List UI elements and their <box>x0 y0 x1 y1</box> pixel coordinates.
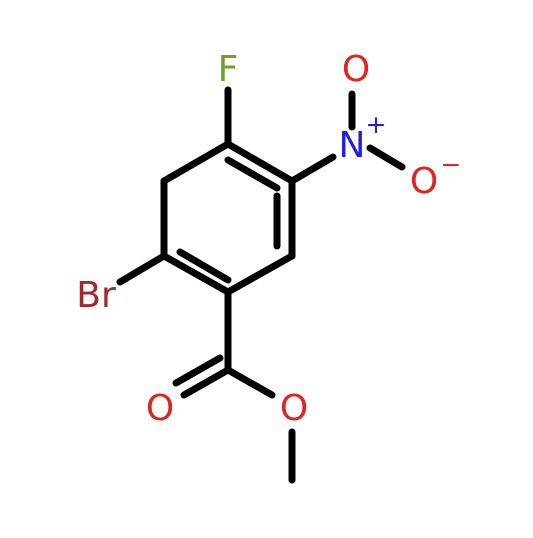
bond-carbonyl-o-2 <box>172 354 224 387</box>
atom-n-label: N <box>339 125 366 166</box>
atom-o-nitro-charge: − <box>441 150 462 179</box>
bond-ring-c4-c5 <box>160 252 232 296</box>
atom-n-charge: + <box>366 110 387 139</box>
bond-c-n <box>288 153 337 185</box>
bond-ring-inner-3 <box>176 248 232 284</box>
bond-ring-c6-c1 <box>160 140 232 185</box>
bond-c-o-ester <box>224 366 276 399</box>
atom-o-nitro-right-label: O <box>410 161 438 202</box>
atom-f-label: F <box>218 49 239 90</box>
bond-c-br <box>116 252 168 286</box>
atom-o-nitro-top-label: O <box>342 49 370 90</box>
bond-carbonyl-o-1 <box>180 366 232 399</box>
bond-ring-c3-c4 <box>224 252 296 296</box>
bond-ring-c1-c2 <box>224 140 296 185</box>
atom-o-ester-label: O <box>280 388 308 429</box>
bond-n-o-right <box>366 144 406 171</box>
atom-o-carbonyl-label: O <box>146 388 174 429</box>
bond-ring-inner-1 <box>224 156 281 192</box>
atom-labels: F N + O O − Br O O <box>76 49 461 429</box>
bonds <box>116 86 406 484</box>
atom-br-label: Br <box>76 275 116 316</box>
